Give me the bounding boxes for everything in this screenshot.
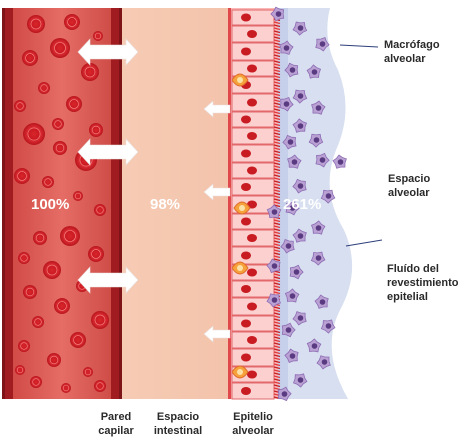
epithelial-cell (232, 112, 274, 127)
red-blood-cell-icon (73, 191, 83, 201)
red-blood-cell-icon (18, 340, 30, 352)
red-blood-cell-icon (32, 316, 44, 328)
red-blood-cell-icon (64, 14, 80, 30)
macrophage-pointer (340, 45, 378, 47)
epithelial-cell (232, 26, 274, 42)
fluid-percentage: 261% (283, 196, 321, 213)
epithelial-cell (232, 383, 274, 399)
red-blood-cell-icon (30, 376, 42, 388)
red-blood-cell-icon (81, 63, 99, 81)
epithelial-cell (232, 332, 274, 348)
epithelial-cell (232, 163, 274, 178)
epithelial-cell (232, 145, 274, 162)
red-blood-cell-icon (61, 383, 71, 393)
capillary-wall-right (111, 8, 120, 399)
red-blood-cell-icon (88, 246, 104, 262)
red-blood-cell-icon (83, 367, 93, 377)
red-blood-cell-icon (15, 365, 25, 375)
red-blood-cell-icon (66, 96, 82, 112)
red-blood-cell-icon (47, 353, 61, 367)
epithelial-cell (232, 179, 274, 195)
red-blood-cell-icon (38, 82, 50, 94)
red-blood-cell-icon (94, 204, 106, 216)
red-blood-cell-icon (93, 31, 103, 41)
epithelial-cell (232, 349, 274, 366)
red-blood-cell-icon (23, 123, 45, 145)
red-blood-cell-icon (94, 380, 106, 392)
red-blood-cell-icon (18, 252, 30, 264)
red-blood-cell-icon (23, 285, 37, 299)
red-blood-cell-icon (14, 168, 30, 184)
red-blood-cell-icon (42, 176, 54, 188)
red-blood-cell-icon (43, 261, 61, 279)
red-blood-cell-icon (14, 100, 26, 112)
epithelial-cells (232, 10, 274, 399)
epithelial-cell (232, 247, 274, 264)
red-blood-cell-icon (89, 123, 103, 137)
red-blood-cell-icon (50, 38, 70, 58)
red-blood-cell-icon (54, 298, 70, 314)
epithelial-cell (232, 316, 274, 331)
interstitial-percentage: 98% (150, 196, 180, 213)
red-blood-cell-icon (22, 50, 38, 66)
red-blood-cell-icon (33, 231, 47, 245)
epithelial-cell (232, 10, 274, 25)
red-blood-cell-icon (27, 15, 45, 33)
red-blood-cell-icon (52, 118, 64, 130)
epithelial-cell (232, 281, 274, 297)
capillary-percentage: 100% (31, 196, 69, 213)
red-blood-cell-icon (60, 226, 80, 246)
epithelial-cell (232, 214, 274, 229)
red-blood-cell-icon (70, 332, 86, 348)
red-blood-cell-icon (53, 141, 67, 155)
red-blood-cell-icon (91, 311, 109, 329)
epithelial-cell (232, 230, 274, 246)
fluid-pointer (346, 240, 382, 246)
epithelial-cell (232, 128, 274, 144)
epithelial-cell (232, 43, 274, 60)
capillary-wall-left (4, 8, 13, 399)
macrophage-icon (333, 155, 346, 168)
epithelial-cell (232, 94, 274, 111)
